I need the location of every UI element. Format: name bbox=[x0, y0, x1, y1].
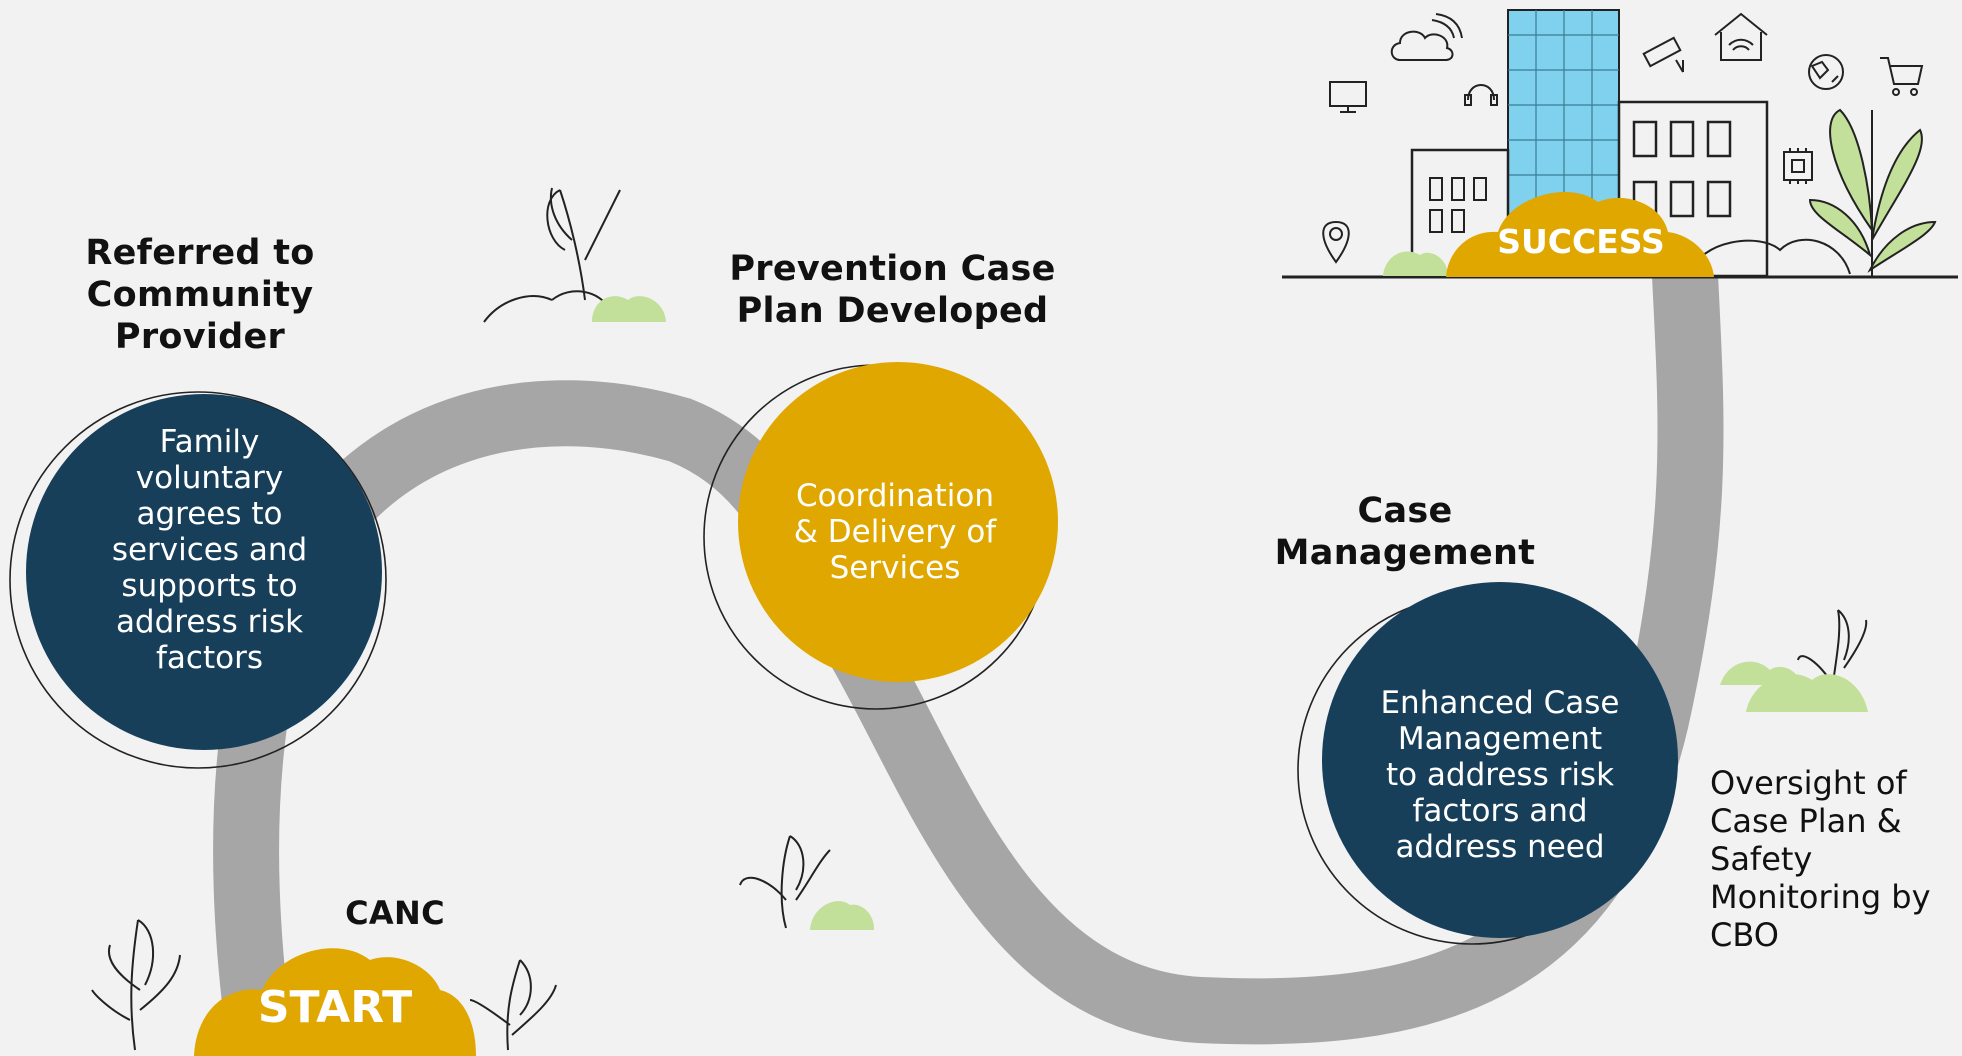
leaf-shape bbox=[1383, 251, 1448, 276]
leaf-shape bbox=[810, 901, 875, 930]
bush-outline bbox=[1689, 238, 1851, 275]
success-badge: SUCCESS bbox=[1497, 222, 1665, 261]
shopping-cart-icon bbox=[1880, 57, 1924, 96]
stage-heading-prevention: Prevention Case Plan Developed bbox=[729, 249, 1056, 331]
leaf-shape bbox=[1808, 198, 1872, 258]
circle-navy bbox=[1322, 582, 1678, 938]
smart-home-icon bbox=[1714, 12, 1768, 61]
circle-navy bbox=[26, 394, 382, 750]
leaf-shape bbox=[1867, 220, 1937, 273]
chip-icon bbox=[1783, 148, 1813, 184]
circle-gold bbox=[738, 362, 1058, 682]
start-hill bbox=[194, 948, 476, 1056]
start-badge: START bbox=[257, 982, 413, 1033]
success-hill bbox=[1446, 191, 1714, 277]
right-building-windows bbox=[1632, 120, 1732, 218]
oversight-note: Oversight of Case Plan & Safety Monitori… bbox=[1710, 764, 1931, 954]
start-label: CANC bbox=[345, 894, 445, 932]
plant-icon bbox=[739, 835, 831, 929]
headphones-icon bbox=[1464, 84, 1498, 106]
left-building-windows bbox=[1429, 177, 1487, 233]
cloud-icon bbox=[1390, 13, 1463, 61]
plant-icon bbox=[469, 959, 557, 1051]
plant-icon bbox=[483, 187, 621, 323]
outline-ring bbox=[9, 391, 387, 769]
leaf-shape bbox=[1829, 108, 1874, 234]
leaf-shape bbox=[1871, 128, 1923, 241]
globe-icon bbox=[1808, 54, 1844, 90]
stage-heading-referred: Referred to Community Provider bbox=[85, 233, 315, 357]
circle-text-enhanced: Enhanced Case Management to address risk… bbox=[1380, 685, 1620, 865]
location-pin-icon bbox=[1322, 220, 1350, 264]
cctv-camera-icon bbox=[1642, 36, 1684, 73]
leaf-shape bbox=[1746, 674, 1868, 712]
monitor-icon bbox=[1329, 81, 1367, 113]
circle-text-family: Family voluntary agrees to services and … bbox=[111, 424, 308, 676]
circle-text-coordination: Coordination & Delivery of Services bbox=[793, 478, 997, 586]
leaf-shape bbox=[592, 296, 666, 322]
stage-heading-case-management: Case Management bbox=[1274, 491, 1536, 573]
plant-icon bbox=[91, 919, 181, 1051]
